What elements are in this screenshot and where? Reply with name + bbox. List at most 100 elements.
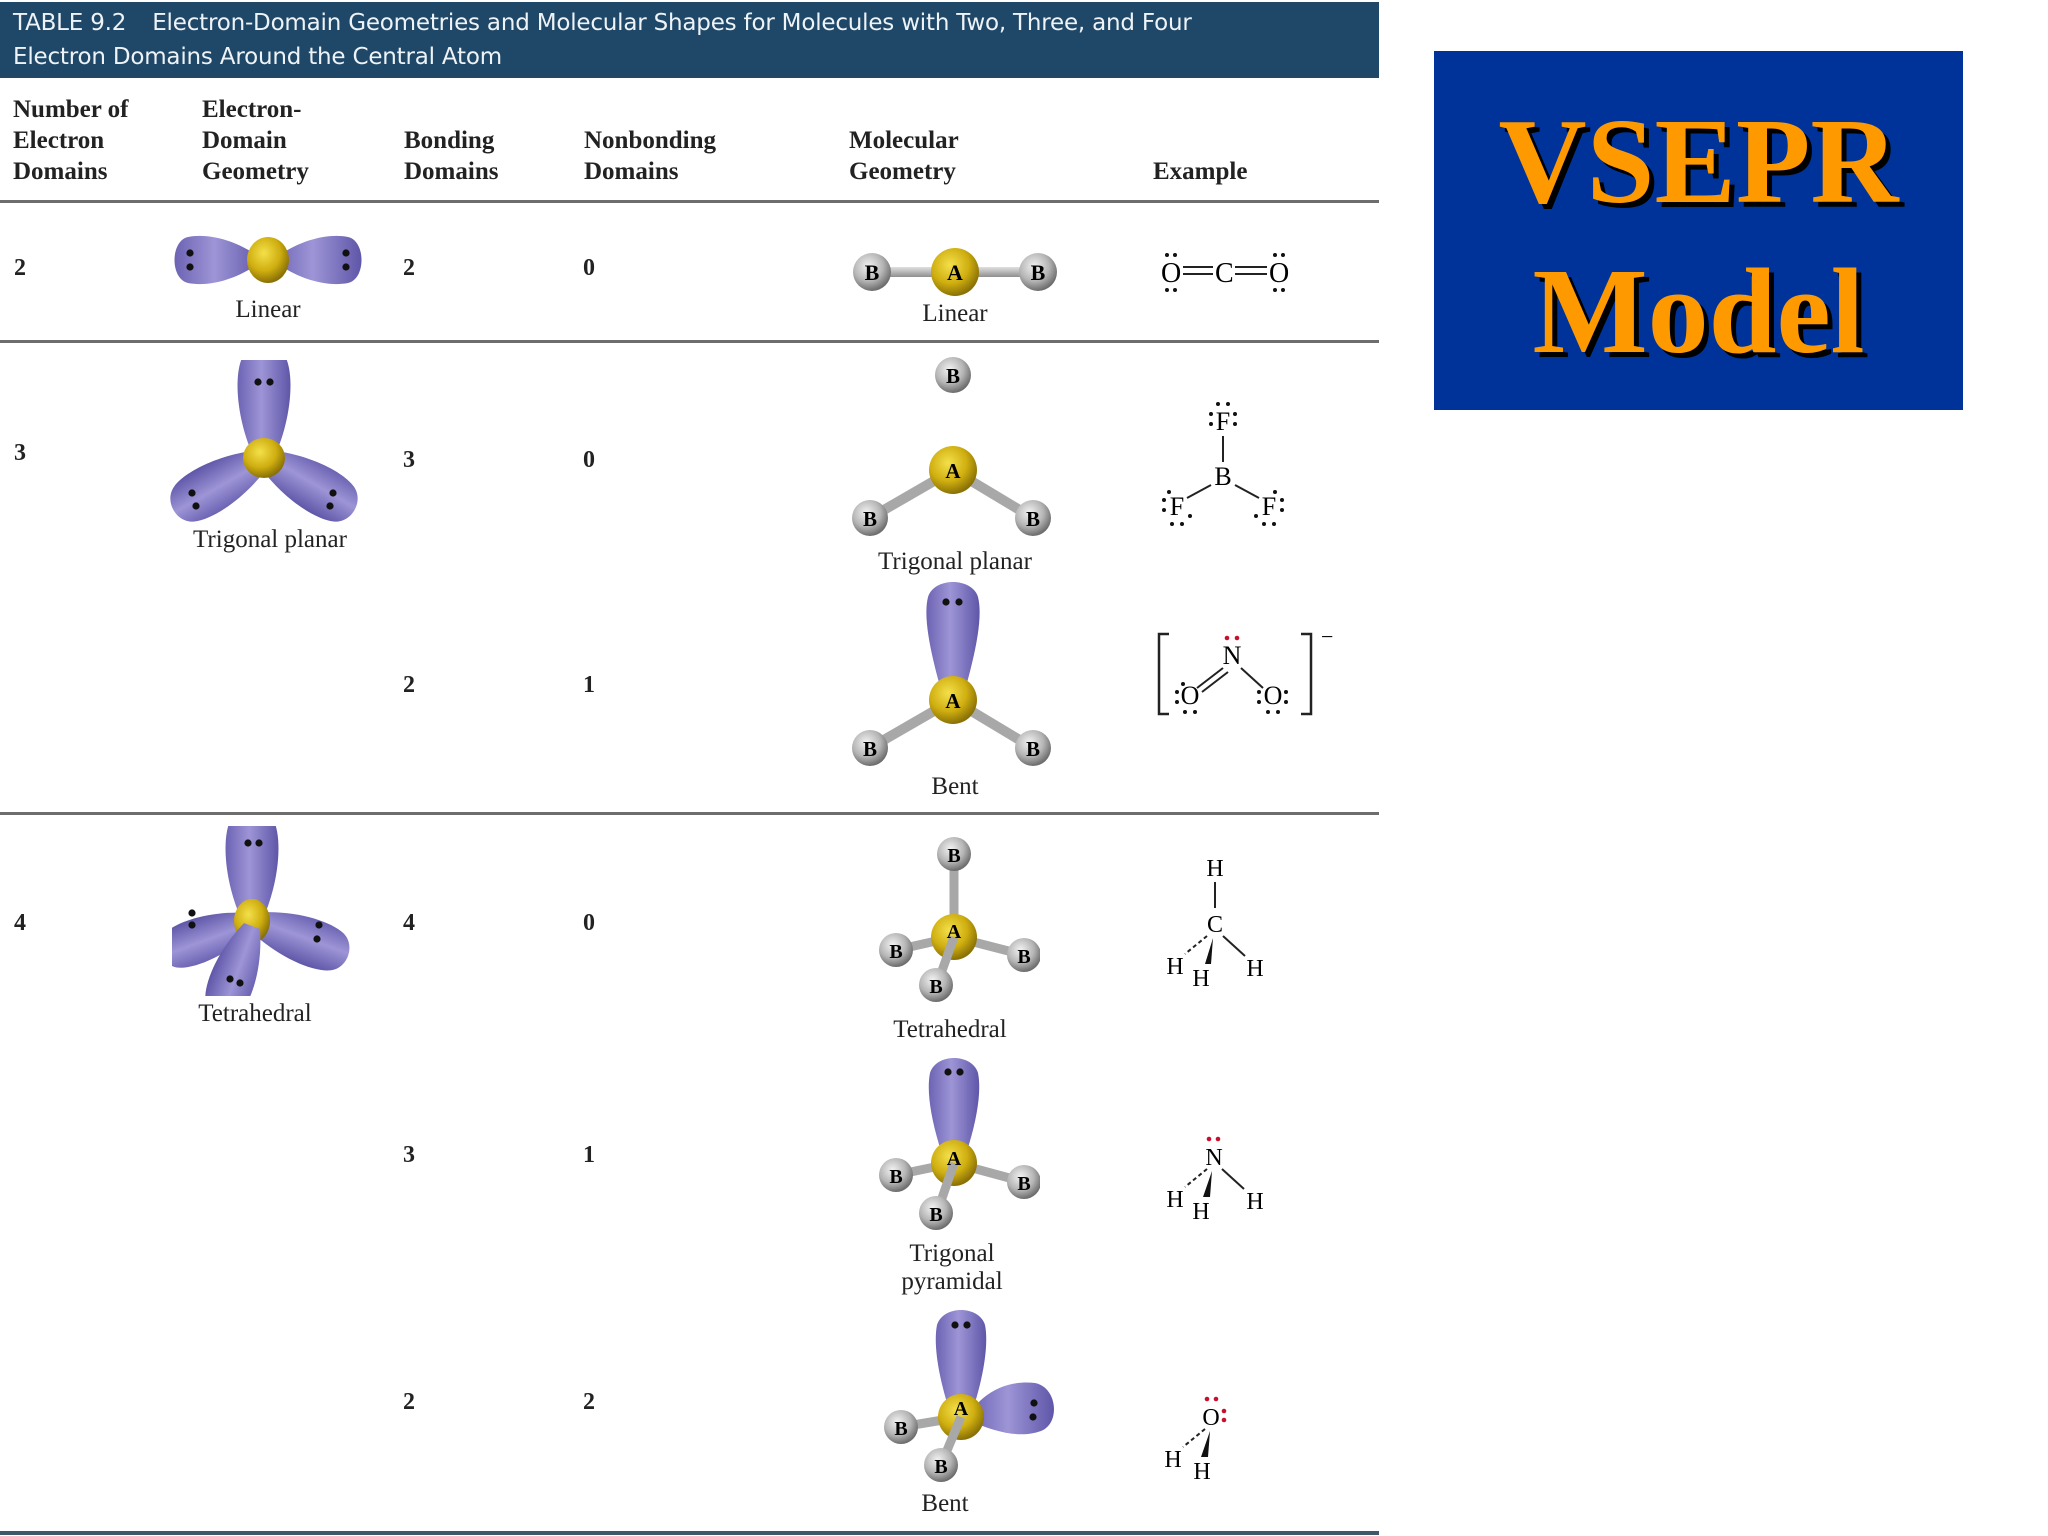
table-bottom-rule	[0, 1531, 1379, 1535]
ch4-lewis-structure: H C H H H	[1166, 856, 1263, 992]
row-divider	[0, 340, 1379, 343]
svg-text:H: H	[1246, 1189, 1263, 1215]
svg-text:N: N	[1223, 641, 1242, 670]
slide-title-line-1: VSEPR	[1498, 94, 1899, 229]
svg-text:A: A	[954, 1398, 969, 1420]
h2o-lewis-structure: O H H	[1164, 1396, 1227, 1485]
header-line: Electron	[13, 127, 105, 154]
header-line: Domains	[584, 158, 679, 185]
svg-text:H: H	[1192, 966, 1209, 992]
cell-bonding-domains: 3	[403, 447, 415, 473]
molecular-geometry-caption: Bent	[921, 1490, 969, 1517]
trigonal-pyramidal-molecular-figure: B B B A	[879, 1058, 1040, 1230]
tetrahedral-electron-domain-figure	[172, 826, 352, 996]
svg-text:H: H	[1193, 1459, 1210, 1485]
vsepr-title-box: VSEPR Model	[1434, 51, 1963, 410]
slide-title-line-2: Model	[1532, 244, 1865, 379]
molecular-geometry-caption: Trigonal pyramidal	[852, 1240, 1052, 1296]
col-header-example: Example	[1153, 156, 1247, 187]
molecular-geometry-caption: Trigonal planar	[878, 548, 1032, 575]
col-header-molecular-geometry: Molecular Geometry	[849, 125, 959, 187]
svg-text:H: H	[1206, 856, 1223, 882]
svg-text:B: B	[946, 364, 960, 388]
electron-geometry-caption: Tetrahedral	[198, 1000, 312, 1027]
svg-text:B: B	[929, 976, 942, 998]
svg-text:B: B	[1026, 507, 1040, 531]
svg-text:C: C	[1215, 258, 1234, 289]
table-title-line-2: Electron Domains Around the Central Atom	[13, 44, 502, 70]
molecular-geometry-caption: Bent	[931, 773, 979, 800]
trigonal-planar-molecular-figure: B B B A	[852, 357, 1051, 536]
svg-text:A: A	[945, 459, 961, 483]
svg-text:B: B	[894, 1418, 907, 1440]
cell-bonding-domains: 2	[403, 672, 415, 698]
header-line: Electron-	[202, 96, 302, 123]
svg-text:H: H	[1192, 1199, 1209, 1225]
header-line: Bonding	[404, 127, 495, 154]
header-line: Molecular	[849, 127, 959, 154]
header-line: Domains	[404, 158, 499, 185]
svg-text:B: B	[1026, 737, 1040, 761]
trigonal-planar-electron-domain-figure	[170, 360, 360, 525]
header-line: Nonbonding	[584, 127, 717, 154]
svg-text:−: −	[1321, 628, 1333, 649]
cell-nonbonding-domains: 1	[583, 1142, 595, 1168]
header-line: Example	[1153, 158, 1248, 185]
svg-text:B: B	[889, 1166, 902, 1188]
svg-text:H: H	[1246, 956, 1263, 982]
cell-electron-domains: 2	[14, 255, 26, 281]
svg-text:A: A	[947, 260, 963, 285]
no2-lewis-structure: − N O O	[1157, 628, 1333, 716]
cell-electron-domains: 4	[14, 910, 26, 936]
svg-text:A: A	[947, 921, 962, 943]
svg-text:B: B	[1214, 462, 1231, 491]
svg-text:F: F	[1170, 492, 1184, 521]
cell-nonbonding-domains: 2	[583, 1389, 595, 1415]
nh3-lewis-structure: N H H H	[1166, 1136, 1264, 1225]
svg-text:O: O	[1264, 681, 1283, 710]
header-divider	[0, 200, 1379, 203]
svg-text:B: B	[889, 941, 902, 963]
cell-bonding-domains: 4	[403, 910, 415, 936]
cell-nonbonding-domains: 1	[583, 672, 595, 698]
svg-text:O: O	[1269, 258, 1289, 289]
svg-text:B: B	[863, 737, 877, 761]
tetrahedral-molecular-figure: B B B B A	[879, 837, 1040, 1002]
svg-text:H: H	[1164, 1447, 1181, 1473]
header-line: Geometry	[202, 158, 309, 185]
svg-text:B: B	[865, 260, 880, 285]
cell-bonding-domains: 3	[403, 1142, 415, 1168]
svg-text:A: A	[945, 689, 961, 713]
header-line: Domain	[202, 127, 287, 154]
bent-tetrahedral-molecular-figure: B B A	[884, 1310, 1054, 1482]
svg-text:F: F	[1216, 407, 1230, 436]
molecular-geometry-caption: Linear	[922, 300, 988, 327]
linear-electron-domain-figure	[174, 235, 362, 285]
svg-text:F: F	[1262, 492, 1276, 521]
svg-text:B: B	[947, 845, 960, 867]
svg-text:O: O	[1202, 1405, 1219, 1431]
molecular-geometry-caption-line-2: pyramidal	[901, 1268, 1003, 1295]
header-line: Domains	[13, 158, 108, 185]
cell-nonbonding-domains: 0	[583, 910, 595, 936]
cell-bonding-domains: 2	[403, 255, 415, 281]
cell-nonbonding-domains: 0	[583, 255, 595, 281]
svg-text:O: O	[1181, 681, 1200, 710]
row-divider	[0, 812, 1379, 815]
svg-text:N: N	[1205, 1145, 1222, 1171]
cell-bonding-domains: 2	[403, 1389, 415, 1415]
svg-text:H: H	[1166, 954, 1183, 980]
svg-text:B: B	[934, 1456, 947, 1478]
cell-electron-domains: 3	[14, 440, 26, 466]
electron-geometry-caption: Trigonal planar	[193, 526, 347, 553]
svg-text:B: B	[1031, 260, 1046, 285]
col-header-number-of-electron-domains: Number of Electron Domains	[13, 94, 129, 187]
cell-nonbonding-domains: 0	[583, 447, 595, 473]
molecular-geometry-caption: Tetrahedral	[893, 1016, 1007, 1043]
svg-text:B: B	[863, 507, 877, 531]
table-title: Electron-Domain Geometries and Molecular…	[152, 10, 1192, 36]
col-header-electron-domain-geometry: Electron- Domain Geometry	[202, 94, 309, 187]
svg-text:B: B	[929, 1204, 942, 1226]
svg-text:O: O	[1161, 258, 1181, 289]
